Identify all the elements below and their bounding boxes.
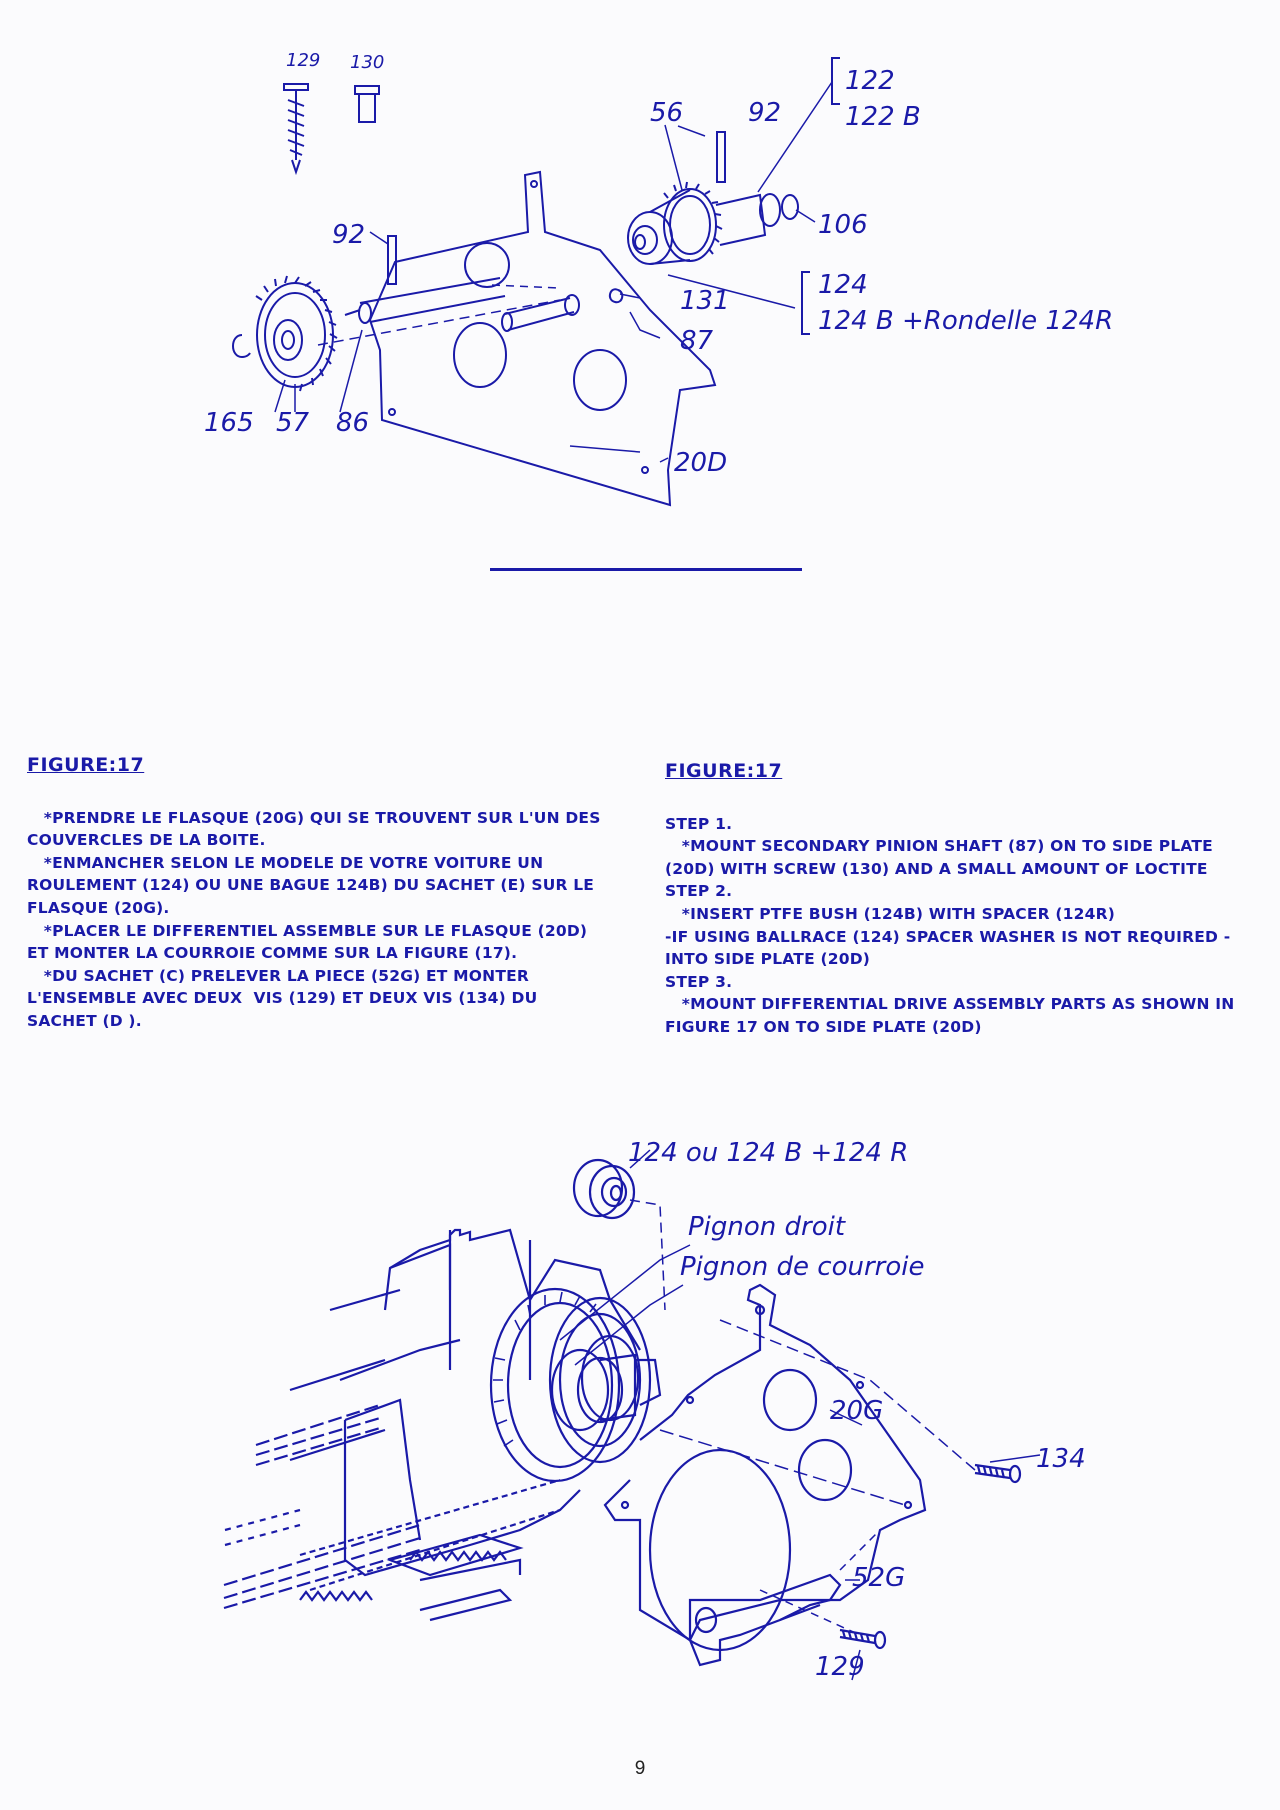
french-heading: FIGURE:17 [27,754,145,776]
french-line: *PLACER LE DIFFERENTIEL ASSEMBLE SUR LE … [27,921,588,940]
french-line: COUVERCLES DE LA BOITE. [27,831,266,850]
label-screw-129-bottom: 129 [815,1652,865,1682]
english-line: STEP 1. [665,814,733,833]
shaft-87-drawing [501,294,580,332]
gear-57-drawing [255,275,338,392]
english-line: STEP 3. [665,972,733,991]
english-line: INTO SIDE PLATE (20D) [665,950,871,969]
screw-129-bottom-drawing [839,1628,887,1650]
french-line: SACHET (D ). [27,1011,142,1030]
pin-92-upper-drawing [716,131,726,183]
axle-86-drawing [344,277,506,324]
english-heading: FIGURE:17 [665,760,783,782]
page-number: 9 [634,1758,646,1779]
label-washer-106: 106 [818,210,868,240]
label-plate-20g: 20G [830,1396,884,1426]
french-line: ROULEMENT (124) OU UNE BAGUE 124B) DU SA… [27,876,595,895]
french-line: *ENMANCHER SELON LE MODELE DE VOTRE VOIT… [27,853,544,872]
differential-pulley-drawing [489,1287,652,1483]
pinion-56-drawing [627,181,799,265]
english-line: -IF USING BALLRACE (124) SPACER WASHER I… [665,927,1231,946]
french-line: ET MONTER LA COURROIE COMME SUR LA FIGUR… [27,944,518,963]
english-line: *MOUNT SECONDARY PINION SHAFT (87) ON TO… [665,837,1213,856]
label-screw-129: 129 [286,50,321,71]
label-clip-131: 131 [680,286,730,316]
label-bearing-122b: 122 B [845,102,921,132]
english-line: *MOUNT DIFFERENTIAL DRIVE ASSEMBLY PARTS… [665,995,1235,1014]
output-shaft-drawing [550,1348,662,1432]
pin-92-lower-drawing [387,235,397,285]
gearbox-case-drawing [223,1228,641,1622]
label-axle-86: 86 [336,408,370,438]
top-exploded-drawing [232,57,840,507]
section-divider [490,568,802,571]
french-line: *DU SACHET (C) PRELEVER LA PIECE (52G) E… [27,966,530,985]
label-bearing-122: 122 [845,66,895,96]
english-line: (20D) WITH SCREW (130) AND A SMALL AMOUN… [665,859,1208,878]
french-line: L'ENSEMBLE AVEC DEUX VIS (129) ET DEUX V… [27,989,538,1008]
label-pin-92-lower: 92 [332,220,366,250]
french-line: *PRENDRE LE FLASQUE (20G) QUI SE TROUVEN… [27,808,601,827]
screw-130-drawing [354,85,380,123]
label-cover-52g: 52G [852,1563,906,1593]
label-gear-57: 57 [276,408,310,438]
side-plate-20d-drawing [368,170,717,507]
english-line: *INSERT PTFE BUSH (124B) WITH SPACER (12… [665,904,1116,923]
circlip-165-drawing [232,334,251,359]
label-bush-124: 124 [818,270,868,300]
english-line: STEP 2. [665,882,733,901]
screw-134-drawing [974,1463,1022,1484]
english-instructions: FIGURE:17 STEP 1. *MOUNT SECONDARY PINIO… [665,760,1255,1039]
label-circlip-165: 165 [204,408,254,438]
clip-131-drawing [608,288,624,304]
label-pignon-droit: Pignon droit [688,1212,846,1242]
label-bush-124b: 124 B +Rondelle 124R [818,306,1114,336]
bearing-124-drawing [572,1158,636,1220]
label-pin-92-upper: 92 [748,98,782,128]
label-plate-20d: 20D [674,448,728,478]
label-shaft-87: 87 [680,326,714,356]
side-plate-20g-drawing [603,1283,927,1652]
french-line: FLASQUE (20G). [27,898,170,917]
screw-129-drawing [283,83,309,176]
label-screw-134: 134 [1036,1444,1086,1474]
label-pignon-courroie: Pignon de courroie [680,1252,925,1282]
french-instructions: FIGURE:17 *PRENDRE LE FLASQUE (20G) QUI … [27,754,617,1033]
label-screw-130: 130 [350,52,385,73]
english-line: FIGURE 17 ON TO SIDE PLATE (20D) [665,1017,982,1036]
label-pinion-56: 56 [650,98,684,128]
label-bearing-124: 124 ou 124 B +124 R [628,1138,909,1168]
